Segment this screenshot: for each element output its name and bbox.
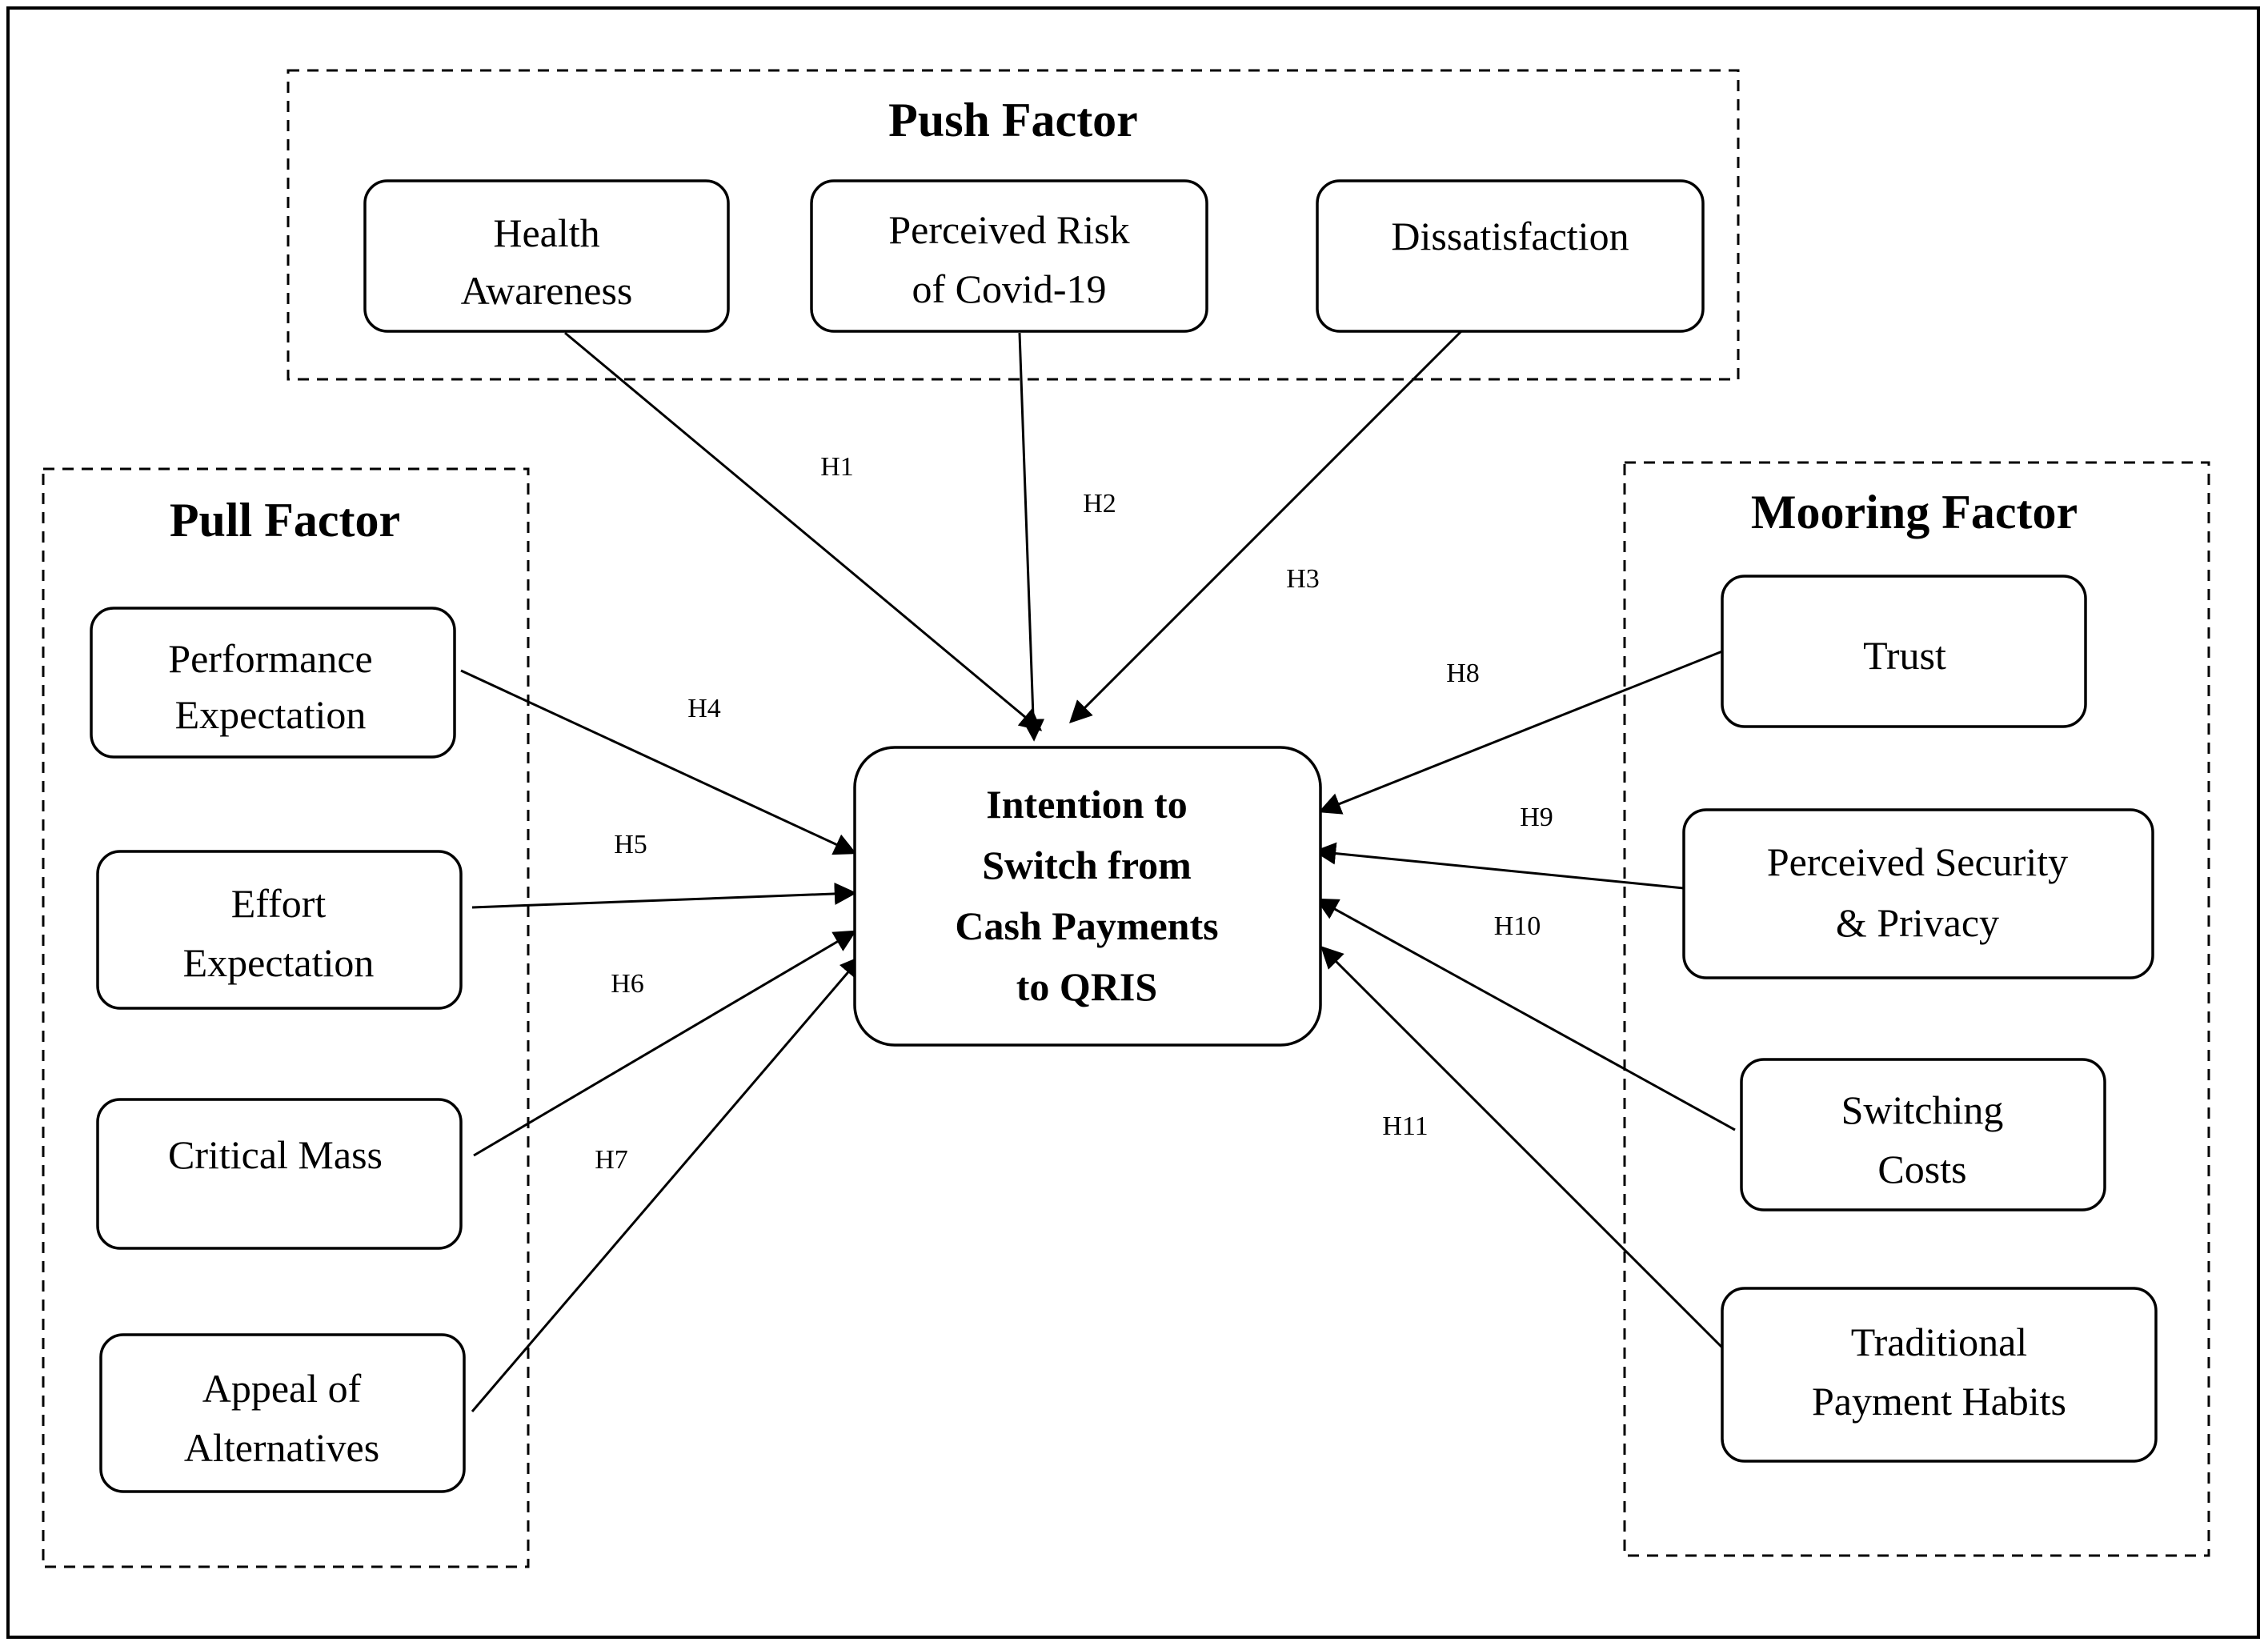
node-perceived-risk: Perceived Risk of Covid-19 xyxy=(810,179,1208,333)
svg-text:Awareness: Awareness xyxy=(461,268,633,313)
hypothesis-labels: H1 H2 H3 H4 H5 H6 H7 H8 H9 H10 H11 xyxy=(595,452,1553,1175)
label-h5: H5 xyxy=(614,830,647,859)
node-trust: Trust xyxy=(1721,575,2087,728)
label-h3: H3 xyxy=(1286,564,1320,594)
svg-text:Perceived Security: Perceived Security xyxy=(1767,839,2068,884)
arrow-h1 xyxy=(564,331,1043,731)
arrow-h4 xyxy=(460,669,857,855)
label-h9: H9 xyxy=(1520,803,1553,832)
mooring-factor-title: Mooring Factor xyxy=(1751,486,2078,539)
svg-text:to QRIS: to QRIS xyxy=(1016,964,1157,1009)
node-perceived-security: Perceived Security & Privacy xyxy=(1682,808,2154,979)
svg-text:Critical Mass: Critical Mass xyxy=(168,1132,383,1177)
svg-text:Switch from: Switch from xyxy=(982,843,1192,887)
svg-text:Health: Health xyxy=(493,210,599,255)
svg-text:Costs: Costs xyxy=(1877,1147,1966,1191)
node-switching-costs: Switching Costs xyxy=(1740,1058,2106,1211)
svg-text:Intention to: Intention to xyxy=(986,782,1187,827)
label-h11: H11 xyxy=(1382,1111,1428,1141)
node-dissatisfaction: Dissatisfaction xyxy=(1316,179,1705,333)
svg-text:Performance: Performance xyxy=(168,636,372,681)
svg-text:Perceived Risk: Perceived Risk xyxy=(888,207,1129,252)
arrow-h11 xyxy=(1320,946,1727,1352)
svg-text:Expectation: Expectation xyxy=(175,692,367,737)
arrow-h6 xyxy=(473,930,857,1157)
svg-text:Payment Habits: Payment Habits xyxy=(1812,1379,2066,1424)
label-h6: H6 xyxy=(611,969,644,999)
svg-text:Dissatisfaction: Dissatisfaction xyxy=(1391,214,1629,258)
label-h1: H1 xyxy=(820,452,854,482)
push-factor-title: Push Factor xyxy=(888,94,1138,146)
arrow-h7 xyxy=(471,955,863,1412)
arrow-h10 xyxy=(1315,898,1736,1131)
arrows xyxy=(460,330,1736,1412)
svg-text:Effort: Effort xyxy=(231,881,327,926)
node-performance-expectation: Performance Expectation xyxy=(90,607,456,759)
label-h10: H10 xyxy=(1494,911,1541,941)
svg-text:Traditional: Traditional xyxy=(1851,1320,2027,1364)
outer-frame xyxy=(6,6,2260,1639)
mooring-factor-group xyxy=(1623,461,2210,1557)
arrow-h3 xyxy=(1069,330,1463,723)
svg-text:of Covid-19: of Covid-19 xyxy=(912,266,1106,311)
svg-text:Expectation: Expectation xyxy=(183,940,375,985)
svg-text:Alternatives: Alternatives xyxy=(184,1425,379,1470)
svg-text:Cash Payments: Cash Payments xyxy=(955,903,1218,948)
node-traditional-payment-habits: Traditional Payment Habits xyxy=(1721,1287,2158,1463)
svg-text:Trust: Trust xyxy=(1863,633,1946,678)
push-factor-group xyxy=(287,69,1740,381)
pull-factor-title: Pull Factor xyxy=(170,494,400,547)
svg-text:Appeal of: Appeal of xyxy=(202,1366,362,1411)
svg-text:Switching: Switching xyxy=(1841,1087,2004,1132)
label-h8: H8 xyxy=(1446,659,1480,688)
label-h2: H2 xyxy=(1083,489,1116,519)
label-h4: H4 xyxy=(687,694,721,723)
node-appeal-of-alternatives: Appeal of Alternatives xyxy=(99,1333,466,1493)
svg-text:& Privacy: & Privacy xyxy=(1836,900,1999,945)
node-intention-to-switch: Intention to Switch from Cash Payments t… xyxy=(853,746,1322,1047)
node-effort-expectation: Effort Expectation xyxy=(96,850,463,1010)
arrow-h5 xyxy=(471,882,857,909)
arrow-h8 xyxy=(1318,650,1723,815)
node-health-awareness: Health Awareness xyxy=(363,179,730,333)
node-critical-mass: Critical Mass xyxy=(96,1098,463,1250)
arrow-h9 xyxy=(1313,842,1685,890)
label-h7: H7 xyxy=(595,1145,628,1175)
pull-factor-group xyxy=(42,467,530,1568)
arrow-h2 xyxy=(1018,332,1045,742)
